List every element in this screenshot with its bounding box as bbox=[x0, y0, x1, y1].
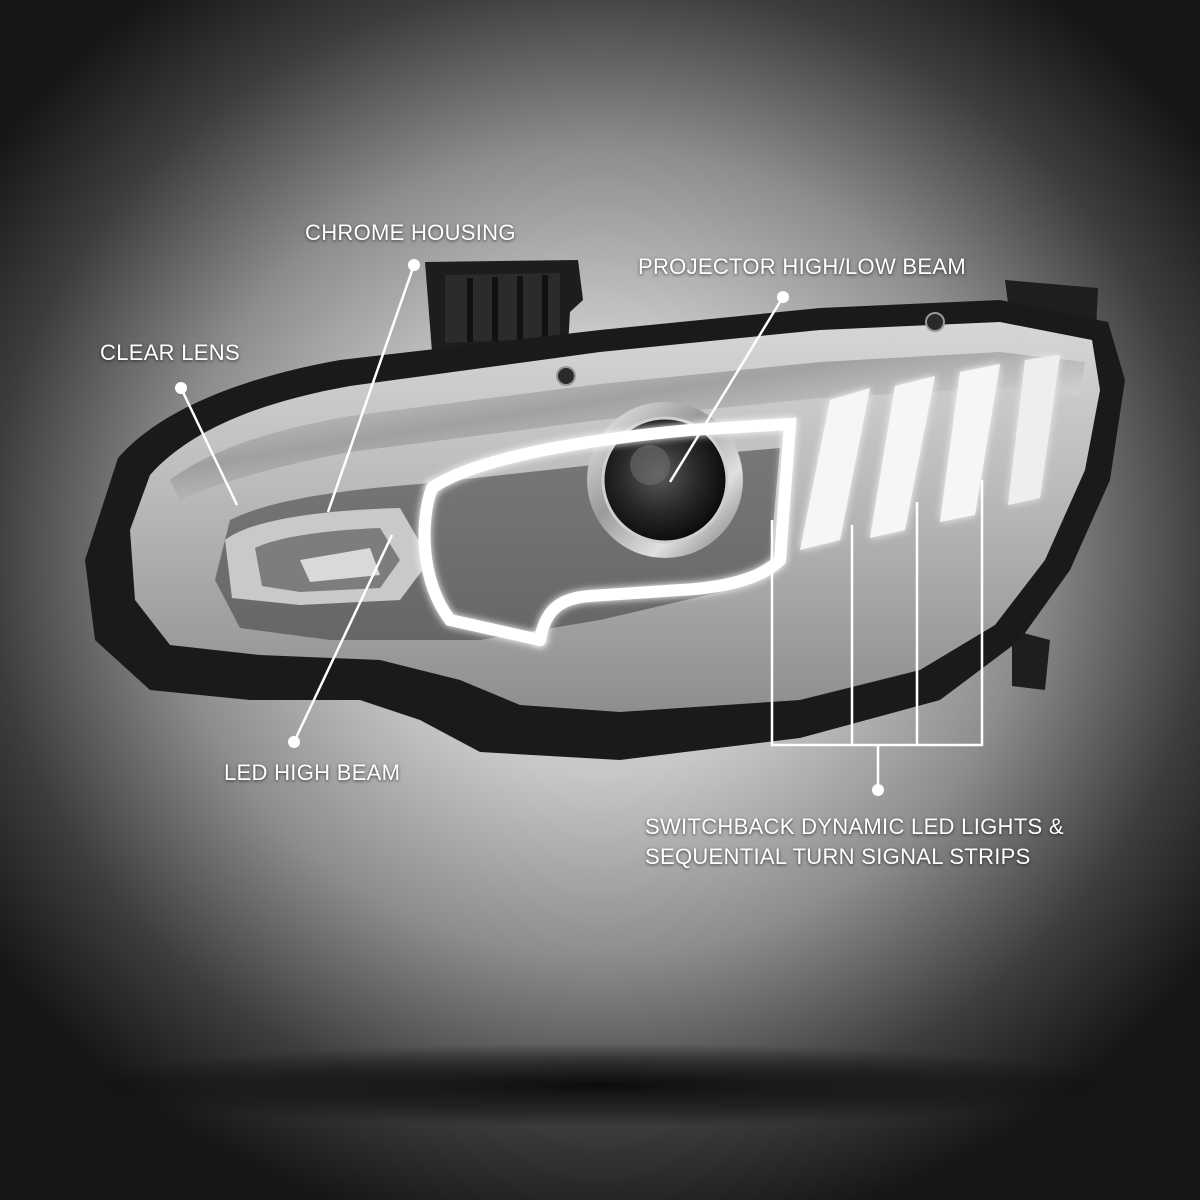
callout-switchback: SWITCHBACK DYNAMIC LED LIGHTS & SEQUENTI… bbox=[645, 812, 1064, 872]
callout-line-led-high bbox=[292, 534, 394, 743]
callout-projector-beam: PROJECTOR HIGH/LOW BEAM bbox=[638, 254, 966, 279]
mount-screw bbox=[925, 312, 945, 332]
callout-chrome-housing: CHROME HOUSING bbox=[305, 220, 516, 245]
callout-dot-clear-lens bbox=[175, 382, 187, 394]
callout-switchback-line1: SWITCHBACK DYNAMIC LED LIGHTS & bbox=[645, 814, 1064, 839]
callout-dot-led-high bbox=[288, 736, 300, 748]
callout-bracket-switchback bbox=[770, 480, 984, 788]
mounting-bracket bbox=[425, 260, 583, 352]
callout-line-projector bbox=[668, 296, 785, 483]
callout-switchback-line2: SEQUENTIAL TURN SIGNAL STRIPS bbox=[645, 844, 1031, 869]
callout-clear-lens: CLEAR LENS bbox=[100, 340, 240, 365]
led-light-bar bbox=[426, 417, 797, 646]
callout-dot-chrome-housing bbox=[408, 259, 420, 271]
callout-line-clear-lens bbox=[179, 387, 239, 506]
callout-dots bbox=[175, 259, 884, 796]
lower-mount-tab bbox=[1012, 630, 1050, 690]
ground-shadow bbox=[80, 1043, 1120, 1127]
led-high-beam-reflector bbox=[225, 508, 430, 605]
mount-screw bbox=[556, 366, 576, 386]
chrome-housing-band bbox=[170, 352, 1085, 500]
callout-lines bbox=[179, 264, 984, 788]
callout-dot-projector bbox=[777, 291, 789, 303]
callout-dot-switchback bbox=[872, 784, 884, 796]
callout-line-chrome-housing bbox=[326, 264, 416, 513]
callout-led-high-beam: LED HIGH BEAM bbox=[224, 760, 401, 785]
sequential-led-strips bbox=[800, 355, 1060, 550]
led-light-bar-lower bbox=[418, 482, 546, 646]
